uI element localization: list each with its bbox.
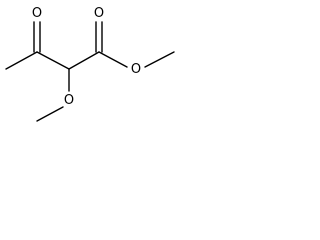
methoxy-oxygen-label: O bbox=[64, 93, 74, 108]
bond-ester-oxygen-to-methyl bbox=[144, 51, 175, 68]
ester-oxygen-label: O bbox=[131, 62, 141, 77]
bond-methoxy-oxygen-to-methyl bbox=[36, 106, 64, 122]
bond-ester-carbon-to-ester-oxygen bbox=[98, 51, 128, 68]
ketone-oxygen-label: O bbox=[32, 6, 42, 21]
ester-carbonyl-oxygen-label: O bbox=[94, 6, 104, 21]
chemical-structure: O O O O bbox=[5, 6, 175, 122]
bond-alpha-carbon-to-ester-carbon bbox=[68, 51, 100, 70]
bond-methyl-to-ketone-carbon bbox=[5, 51, 38, 70]
bond-ketone-carbon-to-alpha-carbon bbox=[36, 51, 70, 70]
